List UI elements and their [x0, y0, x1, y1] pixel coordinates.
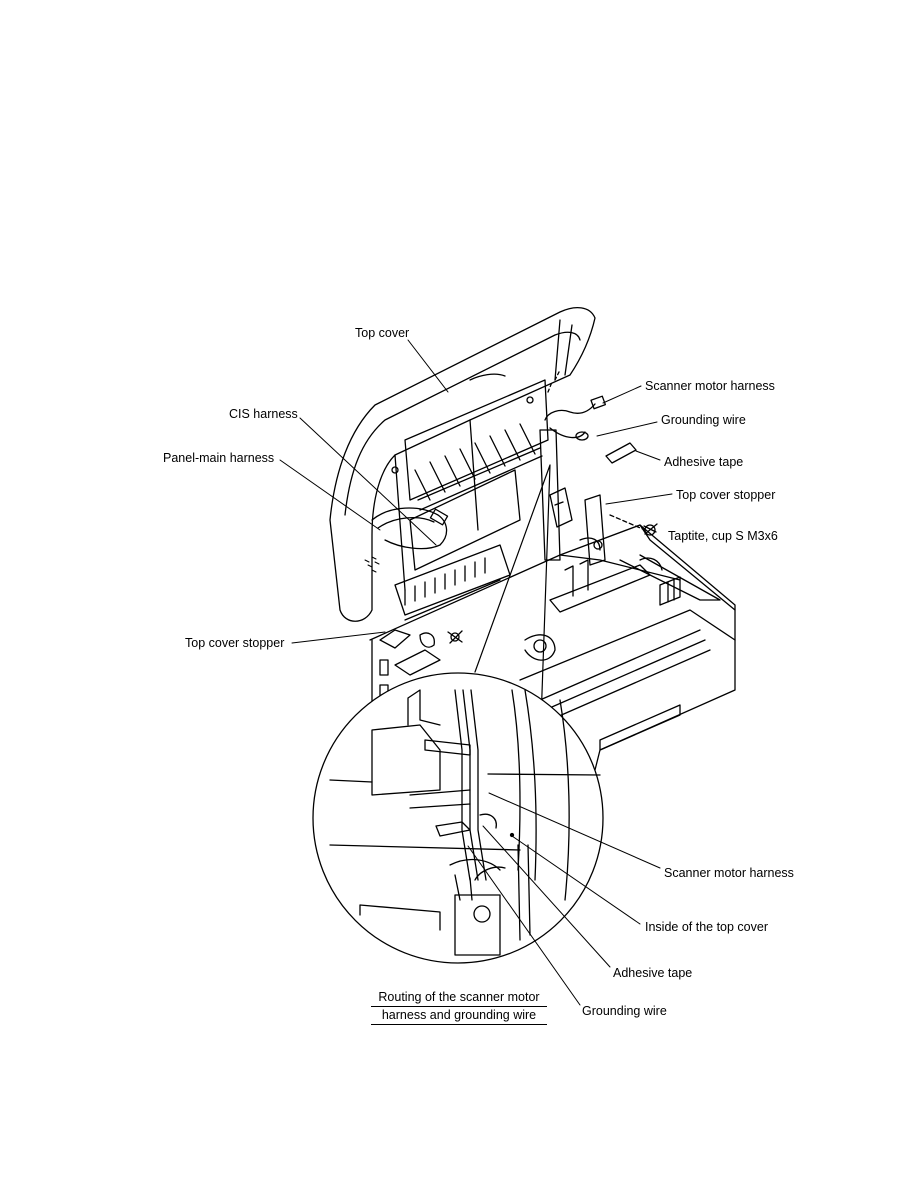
label-top-cover-stopper-right: Top cover stopper — [676, 488, 776, 502]
leader-lines — [279, 339, 673, 1006]
label-adhesive-tape-top: Adhesive tape — [664, 455, 744, 469]
label-top-cover: Top cover — [355, 326, 410, 340]
label-inside-top-cover: Inside of the top cover — [645, 920, 768, 934]
label-scanner-motor-harness-top: Scanner motor harness — [645, 379, 775, 393]
detail-caption: Routing of the scanner motor harness and… — [371, 989, 547, 1025]
label-cis-harness: CIS harness — [229, 407, 298, 421]
label-panel-main-harness: Panel-main harness — [163, 451, 275, 465]
caption-line-2: harness and grounding wire — [371, 1007, 547, 1025]
top-cover-stopper-right-drawing — [584, 494, 646, 566]
scanner-motor-harness-drawing — [539, 369, 606, 561]
label-grounding-wire-detail: Grounding wire — [582, 1004, 667, 1018]
adhesive-tape-drawing — [605, 442, 637, 464]
label-taptite-screw: Taptite, cup S M3x6 — [668, 529, 778, 543]
top-cover-drawing — [329, 307, 596, 622]
detail-circle — [312, 672, 604, 964]
label-scanner-motor-harness-detail: Scanner motor harness — [664, 866, 794, 880]
label-top-cover-stopper-left: Top cover stopper — [185, 636, 285, 650]
caption-line-1: Routing of the scanner motor — [371, 989, 547, 1007]
label-grounding-wire-top: Grounding wire — [661, 413, 746, 427]
label-adhesive-tape-detail: Adhesive tape — [613, 966, 693, 980]
cis-harness-drawing — [371, 507, 449, 550]
